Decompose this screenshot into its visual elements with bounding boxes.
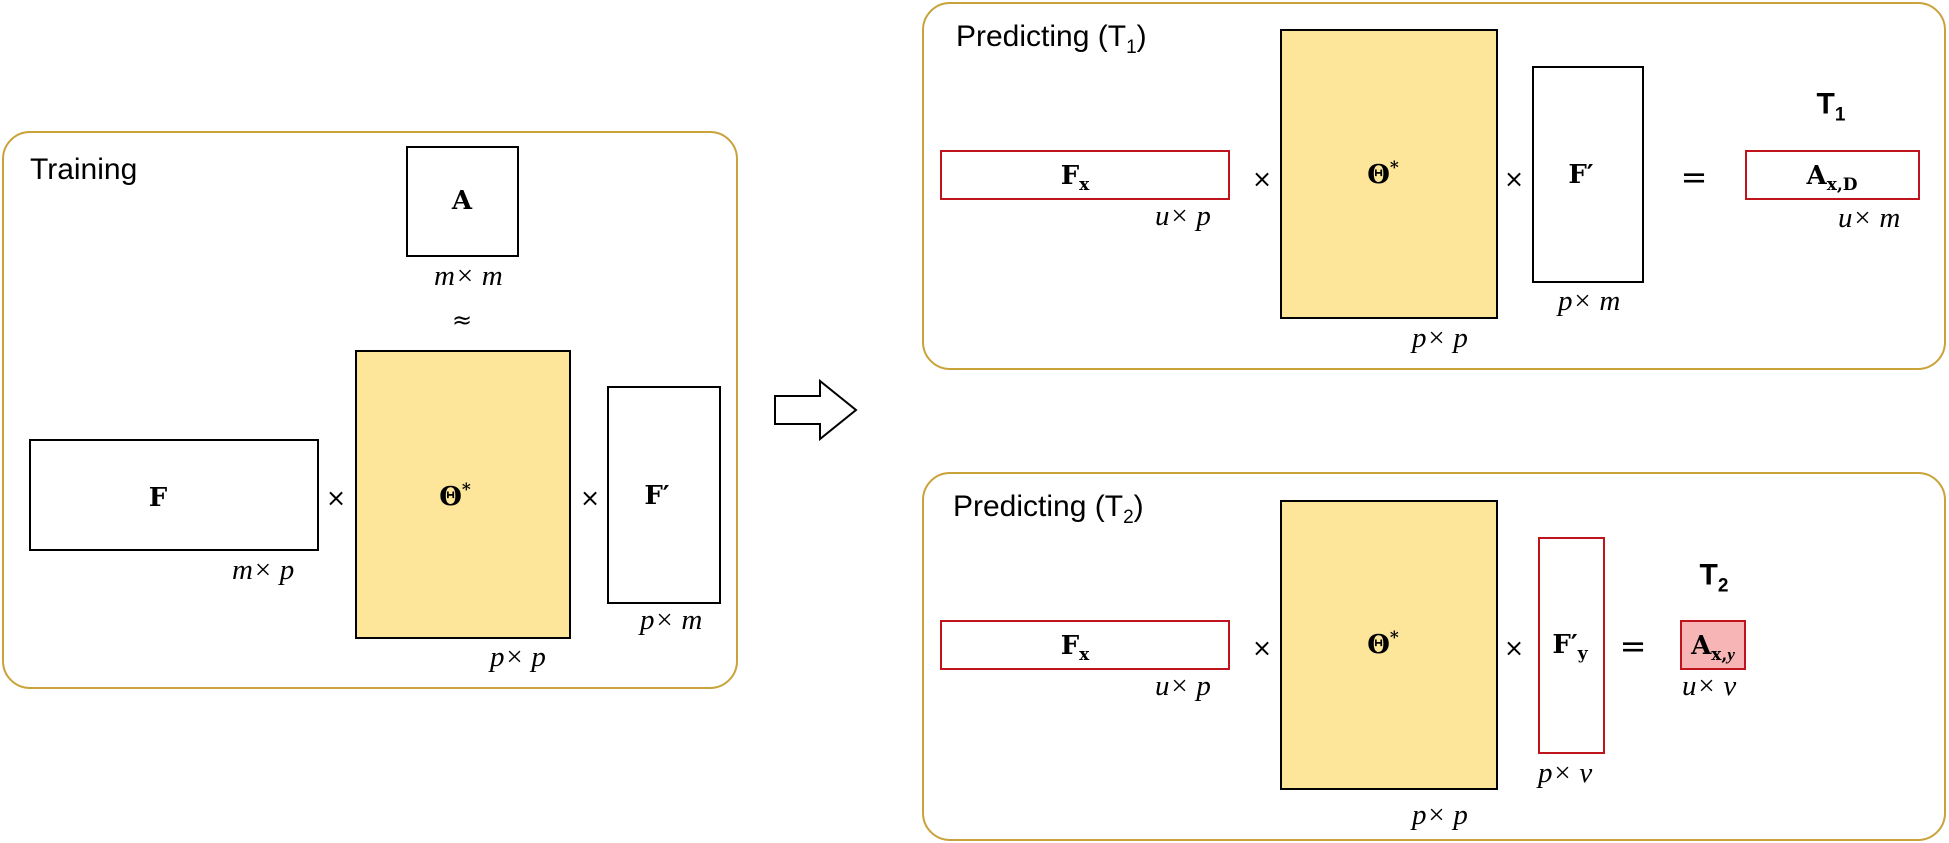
matrix-theta-label: Θ* bbox=[439, 480, 471, 512]
matrix-result-box bbox=[1680, 620, 1746, 670]
matrix-fx-box bbox=[940, 150, 1230, 200]
matrix-result-box bbox=[1745, 150, 1920, 200]
dim-theta-label: p× p bbox=[490, 641, 546, 673]
dim-f-label: m× p bbox=[232, 554, 295, 586]
matrix-a-box bbox=[406, 146, 519, 257]
dim-a-label: m× m bbox=[434, 260, 503, 292]
flow-arrow-icon bbox=[774, 378, 858, 442]
dim-theta-label: p× p bbox=[1412, 799, 1468, 831]
matrix-result-label: Ax,D bbox=[1806, 160, 1858, 196]
matrix-f-box bbox=[29, 439, 319, 551]
dim-result-label: u× v bbox=[1682, 670, 1737, 702]
times-symbol: × bbox=[1251, 634, 1273, 662]
predicting-t2-title: Predicting (T2) bbox=[953, 490, 1144, 528]
equals-symbol: = bbox=[1619, 627, 1647, 665]
matrix-theta-box bbox=[1280, 500, 1498, 790]
matrix-f-label: F bbox=[148, 483, 168, 513]
times-symbol: × bbox=[579, 484, 601, 512]
dim-fprime-label: p× m bbox=[1558, 285, 1621, 317]
matrix-fprime-box bbox=[1532, 66, 1644, 283]
matrix-fy-box bbox=[1538, 537, 1605, 754]
task-t1-label: T1 bbox=[1816, 87, 1846, 126]
predicting-t1-title: Predicting (T1) bbox=[956, 20, 1147, 58]
matrix-fprime-box bbox=[607, 386, 721, 604]
approx-symbol: ≈ bbox=[451, 306, 473, 334]
matrix-result-label: Ax,y bbox=[1691, 630, 1735, 666]
matrix-fx-box bbox=[940, 620, 1230, 670]
times-symbol: × bbox=[325, 484, 347, 512]
matrix-theta-box bbox=[355, 350, 571, 639]
training-title: Training bbox=[30, 153, 138, 186]
task-t2-label: T2 bbox=[1699, 558, 1729, 597]
times-symbol: × bbox=[1503, 634, 1525, 662]
dim-fy-label: p× v bbox=[1538, 757, 1593, 789]
matrix-a-label: A bbox=[451, 186, 473, 216]
times-symbol: × bbox=[1251, 165, 1273, 193]
matrix-fprime-label: F′ bbox=[644, 481, 670, 511]
matrix-fx-label: Fx bbox=[1060, 160, 1090, 196]
matrix-theta-box bbox=[1280, 29, 1498, 319]
dim-fx-label: u× p bbox=[1155, 200, 1211, 232]
matrix-theta-label: Θ* bbox=[1367, 628, 1399, 660]
matrix-fx-label: Fx bbox=[1060, 630, 1090, 666]
dim-fx-label: u× p bbox=[1155, 670, 1211, 702]
dim-theta-label: p× p bbox=[1412, 322, 1468, 354]
dim-result-label: u× m bbox=[1838, 202, 1901, 234]
matrix-fprime-label: F′ bbox=[1568, 160, 1594, 190]
equals-symbol: = bbox=[1680, 158, 1708, 196]
matrix-fy-label: F′y bbox=[1552, 629, 1588, 665]
times-symbol: × bbox=[1503, 165, 1525, 193]
matrix-theta-label: Θ* bbox=[1367, 158, 1399, 190]
dim-fprime-label: p× m bbox=[640, 604, 703, 636]
